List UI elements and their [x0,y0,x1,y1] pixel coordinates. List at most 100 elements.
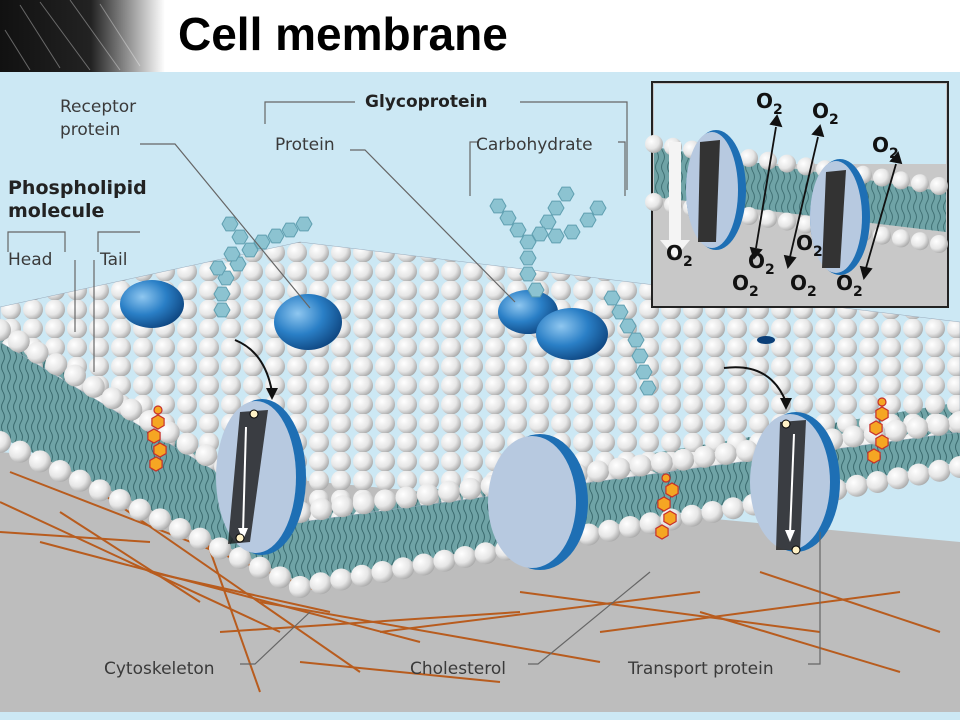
phospholipid-head [350,564,373,587]
phospholipid-head [309,572,332,595]
phospholipid-head [907,463,930,486]
phospholipid-head [433,549,456,572]
label-carbohydrate: Carbohydrate [476,135,593,155]
label-phospholipid-line1: Phospholipid [8,177,147,199]
cholesterol-molecules [147,397,889,540]
carbohydrate-unit [267,228,285,244]
phospholipid-head [650,451,673,474]
phospholipid-head [249,556,271,579]
carbohydrate-unit [221,216,239,232]
cholesterol-ring [665,482,679,498]
phospholipid-head [229,547,251,569]
phospholipid-head [120,398,143,421]
carbohydrate-unit [611,304,629,320]
phospholipid-head [887,467,910,490]
phospholipid-head [885,419,908,442]
phospholipid-head [474,542,497,565]
phospholipid-head [906,416,929,439]
label-cytoskeleton: Cytoskeleton [104,659,215,679]
cholesterol-ring [867,448,881,464]
carbohydrate-unit [519,266,537,282]
carbohydrate-unit [635,364,653,380]
phospholipid-head [736,440,759,463]
phospholipid-head [701,501,724,523]
carbohydrate-unit [213,302,231,318]
phospholipid-head [195,444,218,467]
carbohydrate-unit [563,224,581,240]
phospholipid-head [209,537,231,560]
phospholipid-head [149,508,171,531]
cholesterol-ring [869,420,883,436]
phospholipid-head [29,450,51,473]
carbohydrate-unit [631,348,649,364]
cholesterol-ring [153,442,167,458]
phospholipid-head [693,445,716,468]
label-tail: Tail [99,250,127,270]
carbohydrate-chains [209,186,657,396]
phospholipid-head [9,440,31,463]
phospholipid-head [330,568,353,591]
phospholipid-head [374,489,397,512]
label-glycoprotein: Glycoprotein [365,92,487,112]
transport-protein-left [216,339,306,555]
label-receptor-line1: Receptor [60,97,136,117]
carbohydrate-unit [241,242,259,258]
phospholipid-head [45,353,68,376]
phospholipid-head [157,421,180,444]
receptor-protein [120,280,775,360]
cholesterol-ring [151,414,165,430]
phospholipid-head [26,341,49,364]
channel-protein-large [488,434,588,570]
carbohydrate-unit [619,318,637,334]
carbohydrate-unit [213,286,231,302]
phospholipid-head [371,561,394,583]
carbohydrate-unit [579,212,597,228]
carbohydrate-unit [489,198,507,214]
carbohydrate-unit [547,200,565,216]
brush-stroke-decoration [0,0,165,72]
carbohydrate-unit [527,282,545,298]
carbohydrate-unit [499,210,517,226]
cholesterol-ring [663,510,677,526]
carbohydrate-unit [639,380,657,396]
cholesterol-ring [657,496,671,512]
phospholipid-head [722,497,745,520]
phospholipid-head [619,516,641,538]
phospholipid-head [49,460,71,482]
phospholipid-head [176,432,199,455]
phospholipid-head [69,469,91,492]
phospholipid-head [949,411,960,433]
phospholipid-head [927,413,950,436]
carbohydrate-unit [295,216,313,232]
phospholipid-head [392,557,415,580]
label-leader-lines [7,101,821,665]
carbohydrate-unit [547,228,565,244]
carbohydrate-unit [231,229,249,245]
label-receptor-line2: protein [60,120,120,140]
phospholipid-head [189,527,211,550]
cholesterol-ring [655,524,669,540]
carbohydrate-unit [223,246,241,262]
page-title: Cell membrane [178,8,508,60]
phospholipid-head [842,425,865,448]
carbohydrate-unit [603,290,621,306]
phospholipid-head [395,486,418,509]
phospholipid-head [454,546,476,568]
carbohydrate-unit [509,222,527,238]
phospholipid-head [89,479,111,502]
phospholipid-head [310,498,333,521]
phospholipid-head [866,471,889,493]
phospholipid-head [82,375,105,398]
carbohydrate-unit [209,260,227,276]
phospholipid-head [845,474,868,497]
phospholipid-head [598,519,621,542]
carbohydrate-unit [281,222,299,238]
phospholipid-head [949,456,960,478]
phospholipid-head [109,489,131,511]
phospholipid-head [928,459,951,482]
phospholipid-head [64,364,86,387]
phospholipid-head [629,454,652,477]
phospholipid-head [7,330,30,353]
label-protein: Protein [275,135,335,155]
